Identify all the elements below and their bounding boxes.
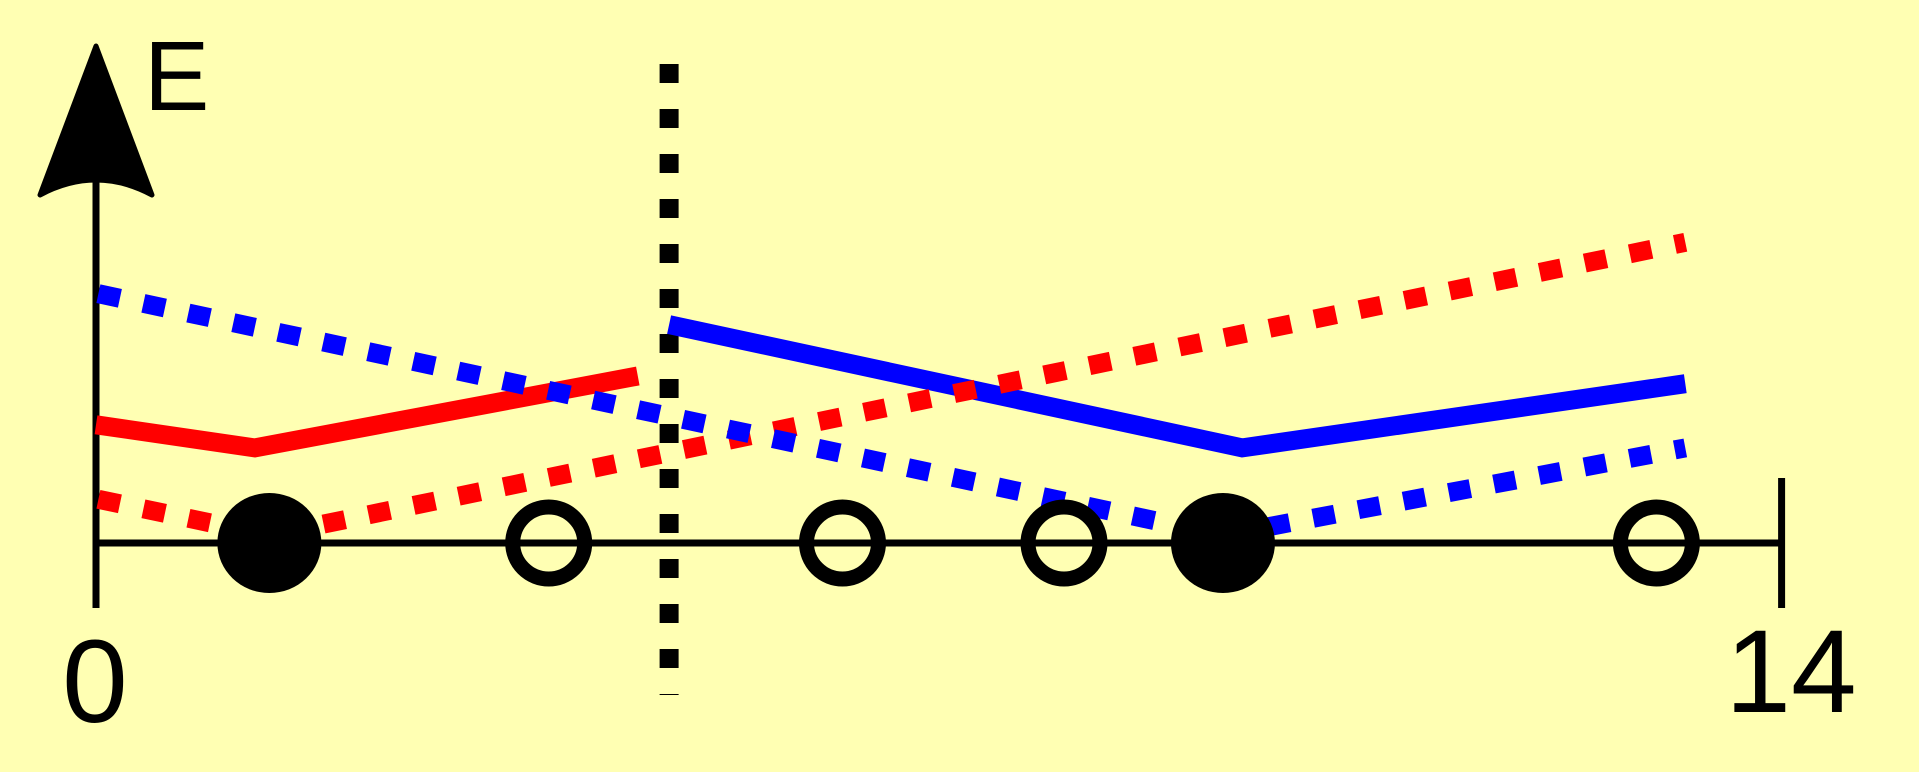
- red-dotted-line-2: [96, 232, 1688, 546]
- lines-layer: [94, 232, 1688, 546]
- red-solid-line-0: [94, 366, 640, 458]
- x-end-label: 14: [1725, 606, 1856, 738]
- sites-layer: [217, 493, 1700, 593]
- open-site-marker-1: [505, 499, 593, 587]
- blue-solid-line-1: [667, 315, 1687, 458]
- open-site-marker-3: [1020, 499, 1108, 587]
- y-axis-arrowhead: [37, 43, 155, 198]
- open-site-marker-2: [798, 499, 886, 587]
- axis-layer: [37, 43, 1786, 608]
- x-start-label: 0: [62, 616, 128, 748]
- filled-site-marker-0: [217, 493, 322, 593]
- open-site-marker-5: [1612, 499, 1700, 587]
- filled-site-marker-4: [1170, 493, 1275, 593]
- y-axis-label: E: [144, 21, 209, 131]
